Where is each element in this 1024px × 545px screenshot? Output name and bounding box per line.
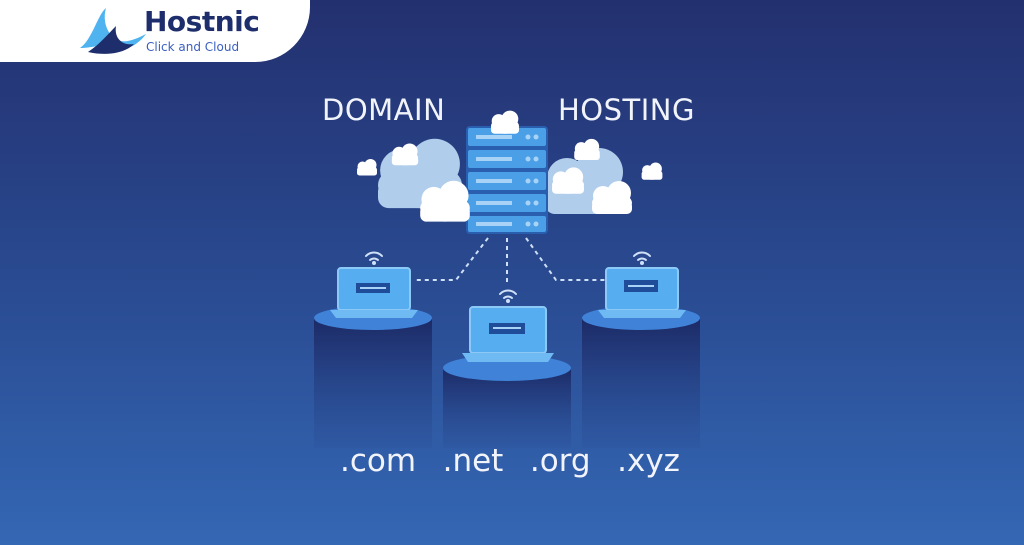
laptop-icon [462, 306, 554, 362]
laptop-icon [330, 267, 418, 318]
pedestal-right [582, 306, 700, 448]
pedestal-left [314, 306, 432, 448]
wifi-icon [365, 251, 383, 265]
tld-com: .com [340, 443, 417, 479]
tld-org: .org [529, 443, 591, 479]
label-domain: DOMAIN [322, 93, 446, 127]
wave-icon [80, 8, 146, 54]
tld-net: .net [442, 443, 504, 479]
label-hosting: HOSTING [558, 93, 695, 127]
brand-tagline: Click and Cloud [146, 40, 240, 54]
tld-list: .com .net .org .xyz [340, 443, 680, 479]
brand-name: Hostnic [144, 5, 260, 38]
pedestal-center [443, 355, 571, 448]
server-rack-icon [466, 126, 548, 234]
tld-xyz: .xyz [617, 443, 680, 479]
laptop-icon [598, 267, 686, 318]
wifi-icon [633, 251, 651, 265]
logo-badge[interactable]: Hostnic Click and Cloud [0, 0, 310, 62]
connection-lines [413, 237, 606, 285]
wifi-icon [499, 289, 517, 303]
